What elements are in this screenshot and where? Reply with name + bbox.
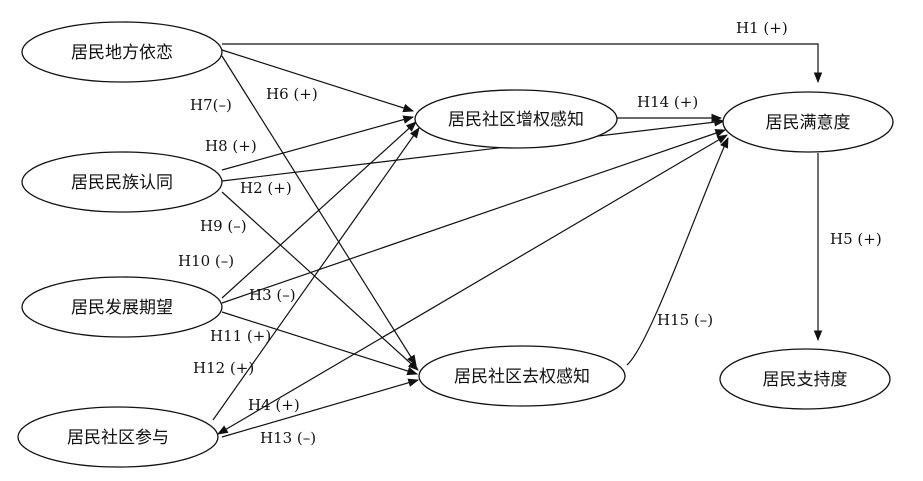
label-h2: H2 (+) [240,179,292,197]
node-place-attachment: 居民地方依恋 [21,21,223,83]
node-community-participation: 居民社区参与 [17,406,219,468]
node-disempowerment-label: 居民社区去权感知 [454,367,590,387]
label-h9: H9 (–) [200,217,247,235]
edge-h15 [626,137,729,366]
node-empowerment: 居民社区增权感知 [414,89,618,149]
nodes: 居民地方依恋 居民民族认同 居民发展期望 居民社区参与 居民社区增权感知 居民社… [17,21,894,468]
node-satisfaction: 居民满意度 [722,91,894,153]
edges [212,43,823,438]
node-development-expectation: 居民发展期望 [21,276,223,338]
node-support-label: 居民支持度 [763,370,848,390]
label-h11: H11 (+) [210,327,271,345]
edge-h3 [221,129,727,304]
label-h7: H7(–) [190,96,232,114]
node-satisfaction-label: 居民满意度 [766,113,851,133]
label-h5: H5 (+) [830,230,882,248]
label-h12: H12 (+) [193,359,254,377]
label-h13: H13 (–) [260,429,316,447]
edge-h1 [222,43,823,84]
node-disempowerment: 居民社区去权感知 [418,345,626,407]
node-ethnic-identity: 居民民族认同 [21,151,223,213]
label-h15: H15 (–) [657,311,713,329]
label-h6: H6 (+) [266,85,318,103]
node-place-attachment-label: 居民地方依恋 [71,42,173,63]
edge-h6 [221,49,415,113]
label-h14: H14 (+) [637,93,698,111]
edge-h13 [221,378,420,438]
label-h3: H3 (–) [249,286,296,304]
label-h4: H4 (+) [248,396,300,414]
node-empowerment-label: 居民社区增权感知 [448,110,584,130]
label-h8: H8 (+) [205,137,257,155]
label-h1: H1 (+) [736,19,788,37]
node-support: 居民支持度 [719,348,891,410]
node-development-expectation-label: 居民发展期望 [71,298,173,318]
edge-labels: H1 (+) H6 (+) H7(–) H8 (+) H2 (+) H9 (–)… [178,19,882,447]
edge-h4 [217,134,728,435]
label-h10: H10 (–) [178,252,234,270]
node-ethnic-identity-label: 居民民族认同 [71,173,173,193]
node-community-participation-label: 居民社区参与 [67,428,169,448]
